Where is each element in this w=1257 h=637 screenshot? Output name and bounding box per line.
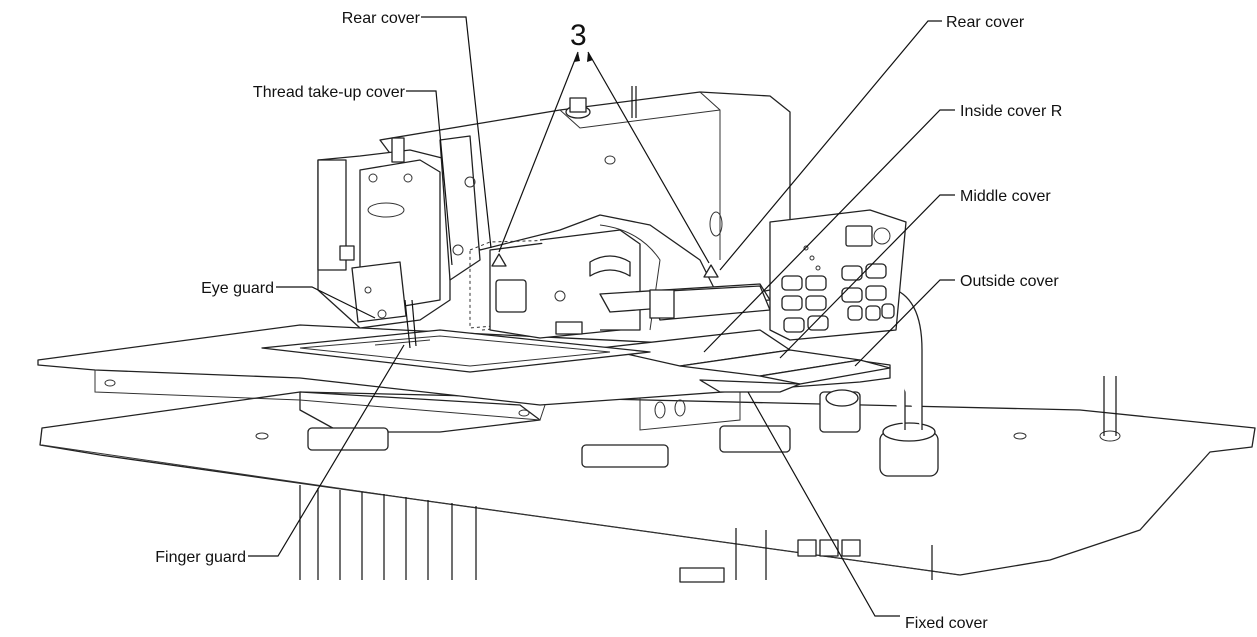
label-eye-guard: Eye guard [201, 280, 274, 297]
callout-number: 3 [570, 19, 587, 52]
label-middle-cover: Middle cover [960, 188, 1051, 205]
label-rear-cover-right: Rear cover [946, 14, 1025, 31]
callout-labels: 3 Rear cover Thread take-up cover Eye gu… [155, 10, 1062, 632]
label-fixed-cover: Fixed cover [905, 615, 988, 632]
warning-triangle-left [491, 253, 507, 267]
leader-lines [248, 16, 955, 617]
control-panel [769, 209, 907, 341]
lower-table [39, 391, 1256, 576]
eye-guard-part [351, 261, 407, 323]
outside-cover-plate [759, 359, 891, 385]
sewing-machine-illustration [37, 86, 1256, 583]
warning-triangle-right [703, 264, 719, 278]
label-inside-cover-r: Inside cover R [960, 103, 1062, 120]
fixed-cover-plate [699, 379, 801, 393]
label-outside-cover: Outside cover [960, 273, 1059, 290]
label-finger-guard: Finger guard [155, 549, 246, 566]
label-rear-cover-left: Rear cover [342, 10, 421, 27]
label-thread-takeup-cover: Thread take-up cover [253, 84, 406, 101]
